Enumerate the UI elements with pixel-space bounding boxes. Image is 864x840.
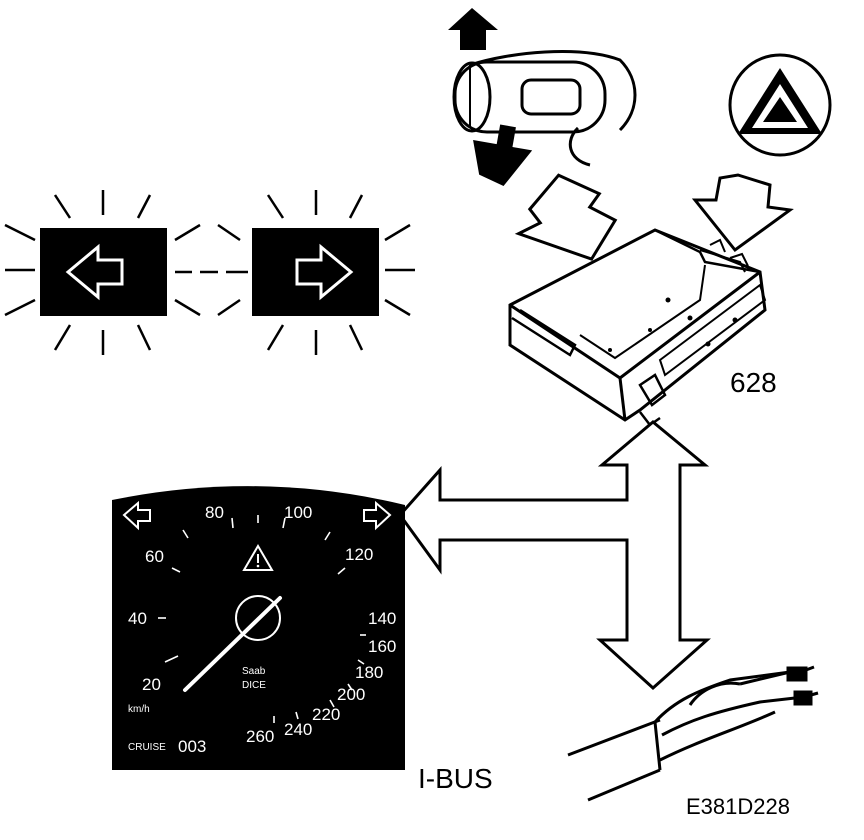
cluster-right-turn-icon	[363, 500, 392, 531]
input-arrow-stalk	[514, 173, 618, 261]
brand-line-2: DICE	[242, 680, 266, 691]
instrument-cluster: 20 40 60 80 100 120 140 160 180 200 220 …	[112, 486, 405, 770]
figure-code-label: E381D228	[686, 794, 790, 819]
speed-mark-40: 40	[128, 609, 147, 628]
speed-mark-160: 160	[368, 637, 396, 656]
cluster-left-turn-icon	[122, 500, 151, 531]
hazard-module-icon	[508, 228, 767, 427]
ibus-double-arrow	[398, 420, 711, 691]
brand-line-1: Saab	[242, 666, 266, 677]
cluster-warning-icon	[242, 544, 274, 571]
speed-mark-140: 140	[368, 609, 396, 628]
hazard-warning-icon	[728, 53, 832, 157]
module-number-label: 628	[730, 367, 777, 398]
left-turn-indicator-icon	[4, 190, 201, 355]
input-arrow-hazard	[691, 173, 794, 253]
gauge-hub	[235, 595, 281, 641]
wiring-harness-icon	[567, 665, 819, 802]
speed-mark-60: 60	[145, 547, 164, 566]
speed-mark-220: 220	[312, 705, 340, 724]
speed-mark-100: 100	[284, 503, 312, 522]
speed-mark-120: 120	[345, 545, 373, 564]
bus-label: I-BUS	[418, 763, 493, 794]
speed-mark-20: 20	[142, 675, 161, 694]
lamp-link-lines	[175, 223, 248, 317]
stalk-switch-icon	[448, 8, 637, 187]
odometer-prefix: CRUISE	[128, 742, 166, 753]
speed-mark-240: 240	[284, 720, 312, 739]
speed-unit: km/h	[128, 704, 150, 715]
odometer-readout: 003	[178, 737, 206, 756]
speed-mark-260: 260	[246, 727, 274, 746]
speed-mark-180: 180	[355, 663, 383, 682]
gauge-needle	[183, 596, 282, 692]
right-turn-indicator-icon	[252, 190, 415, 355]
speed-mark-200: 200	[337, 685, 365, 704]
speed-mark-80: 80	[205, 503, 224, 522]
